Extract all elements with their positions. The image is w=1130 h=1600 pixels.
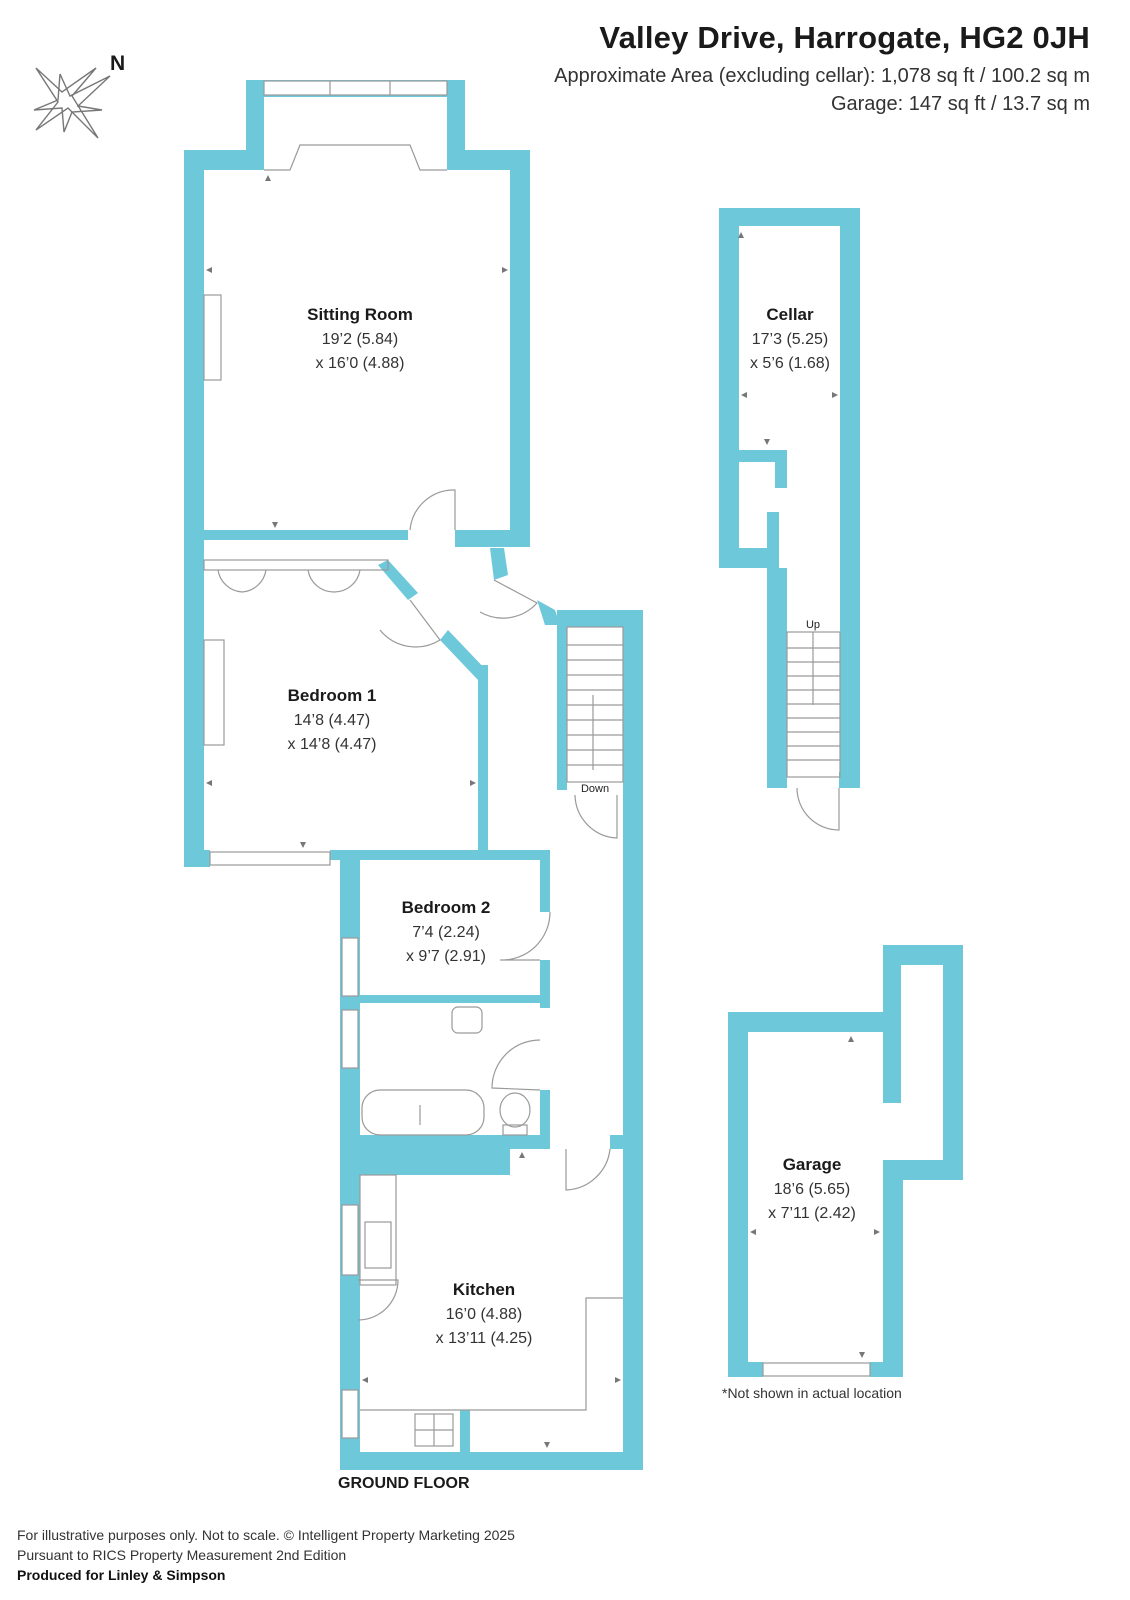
garage-name: Garage — [783, 1155, 842, 1174]
kitchen-dim2: x 13’11 (4.25) — [436, 1330, 533, 1347]
kitchen-name: Kitchen — [453, 1280, 515, 1299]
stair-treads — [567, 644, 623, 766]
cellar-dim2: x 5’6 (1.68) — [750, 355, 830, 372]
garage-door — [762, 1362, 871, 1377]
dimension-markers — [206, 175, 880, 1448]
produced-for-line: Produced for Linley & Simpson — [17, 1567, 226, 1583]
footer: For illustrative purposes only. Not to s… — [17, 1525, 515, 1585]
garage-area: Garage: 147 sq ft / 13.7 sq m — [830, 93, 1090, 115]
cellar-walls — [719, 208, 860, 788]
cellar-dim1: 17’3 (5.25) — [752, 331, 829, 348]
cellar-stairs-up-label: Up — [806, 619, 820, 631]
approximate-area: Approximate Area (excluding cellar): 1,0… — [554, 65, 1090, 87]
compass-north-label: N — [110, 52, 125, 75]
window-mullions — [329, 81, 391, 95]
kitchen-dim1: 16’0 (4.88) — [446, 1306, 523, 1323]
windows — [209, 80, 448, 1439]
sitting-room-dim1: 19’2 (5.84) — [322, 331, 399, 348]
cellar-name: Cellar — [766, 305, 814, 324]
plan-title: Valley Drive, Harrogate, HG2 0JH — [599, 20, 1090, 55]
walls — [184, 80, 643, 1470]
interior-details — [203, 144, 624, 1447]
rics-line: Pursuant to RICS Property Measurement 2n… — [17, 1547, 347, 1563]
garage-dim1: 18’6 (5.65) — [774, 1181, 851, 1198]
bedroom1-dim2: x 14’8 (4.47) — [288, 736, 377, 753]
garage-dim2: x 7’11 (2.42) — [768, 1205, 856, 1222]
sitting-room-dim2: x 16’0 (4.88) — [316, 355, 405, 372]
header: Valley Drive, Harrogate, HG2 0JH Approxi… — [554, 20, 1090, 118]
cellar-stairs — [786, 631, 841, 831]
bedroom1-dim1: 14’8 (4.47) — [294, 712, 371, 729]
garage-walls — [728, 945, 963, 1377]
disclaimer-line: For illustrative purposes only. Not to s… — [17, 1527, 515, 1543]
stairs-down-label: Down — [581, 783, 609, 795]
sitting-room-name: Sitting Room — [307, 305, 413, 324]
floor-label: GROUND FLOOR — [338, 1475, 470, 1492]
room-labels: Sitting Room 19’2 (5.84) x 16’0 (4.88) B… — [288, 305, 856, 1347]
bedroom2-dim1: 7’4 (2.24) — [412, 924, 480, 941]
bedroom2-dim2: x 9’7 (2.91) — [406, 948, 486, 965]
bedroom2-name: Bedroom 2 — [402, 898, 491, 917]
garage-location-note: *Not shown in actual location — [722, 1385, 902, 1401]
bedroom1-name: Bedroom 1 — [288, 686, 377, 705]
compass-star-icon — [33, 67, 111, 139]
